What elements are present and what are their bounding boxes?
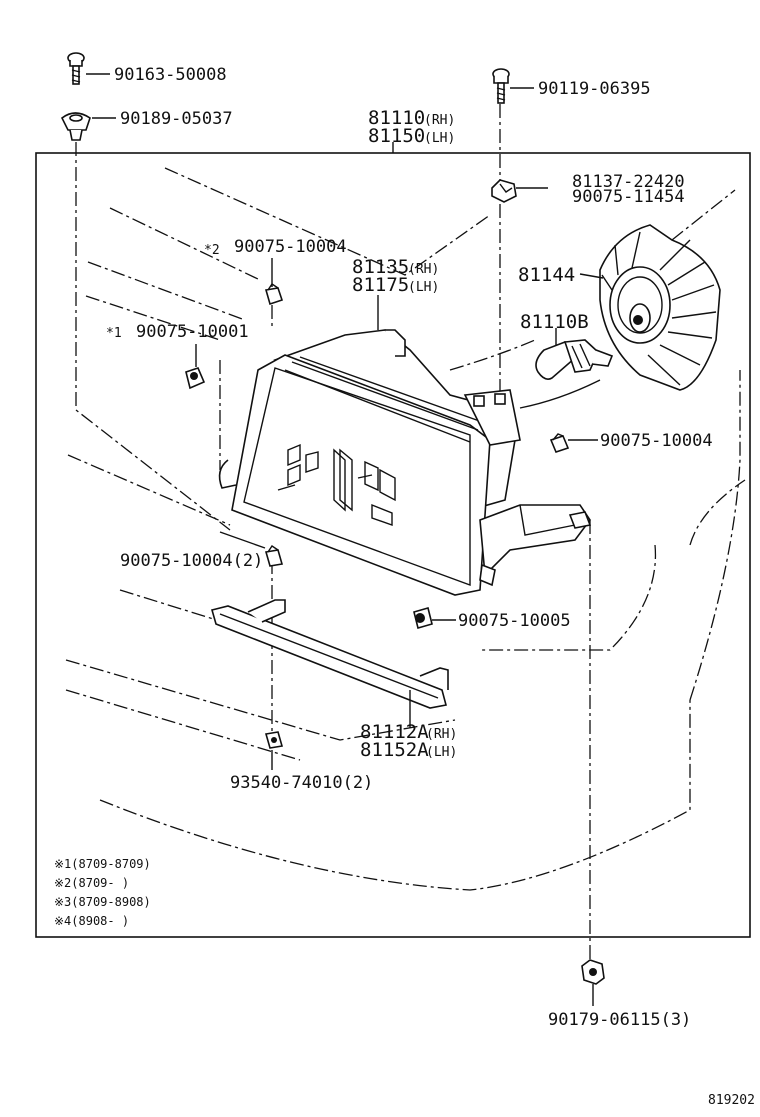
figure-id: 819202	[708, 1093, 755, 1108]
label-90075-10004-2: 90075-10004(2)	[120, 551, 263, 571]
label-81112A: 81112A	[360, 721, 429, 743]
guide-upper-band-1	[109, 207, 261, 281]
label-81135-suffix: (RH)	[408, 262, 439, 277]
lens-pattern	[277, 443, 396, 526]
label-90075-10004-right: 90075-10004	[600, 431, 713, 451]
cover-fins	[601, 231, 717, 386]
label-81110-suffix: (RH)	[424, 113, 455, 128]
label-81135: 81135	[352, 256, 409, 278]
label-81175-suffix: (LH)	[408, 280, 439, 295]
nut-90075-10004-2-icon[interactable]	[264, 545, 284, 567]
label-90075-10005: 90075-10005	[458, 611, 571, 631]
screw-90163-icon[interactable]	[67, 52, 85, 85]
label-90075-10004-top: 90075-10004	[234, 237, 347, 257]
guide-top-diagonal	[164, 167, 491, 276]
grommet-90075-10005-icon[interactable]	[413, 607, 433, 629]
screw-90119-icon[interactable]	[492, 68, 510, 104]
label-81150: 81150	[368, 125, 425, 147]
clip-90075-10001-icon[interactable]	[185, 367, 206, 390]
clip-90189-icon[interactable]	[60, 112, 91, 141]
bulb-cover-81144[interactable]	[599, 224, 721, 391]
label-81152A: 81152A	[360, 739, 429, 761]
label-81110B: 81110B	[520, 311, 589, 333]
note-3: ※3(8709-8908)	[54, 895, 151, 909]
label-90119-06395: 90119-06395	[538, 79, 651, 99]
guide-bulb-loop	[449, 339, 536, 371]
label-90189-05037: 90189-05037	[120, 109, 233, 129]
label-93540-74010: 93540-74010(2)	[230, 773, 373, 793]
guide-mid-left-1	[67, 454, 231, 526]
label-81152A-suffix: (LH)	[426, 745, 457, 760]
label-90075-10001: 90075-10001	[136, 322, 249, 342]
clip-90075-10004-right-icon[interactable]	[549, 433, 570, 453]
headlamp-assembly[interactable]	[218, 329, 592, 596]
label-star2: *2	[204, 243, 220, 258]
leader-81144	[579, 273, 604, 279]
nut-90179-icon[interactable]	[581, 959, 605, 985]
label-81144: 81144	[518, 264, 575, 286]
label-star1: *1	[106, 326, 122, 341]
label-81110: 81110	[368, 107, 425, 129]
guide-right-diagonal	[671, 189, 736, 241]
note-4: ※4(8908- )	[54, 914, 129, 928]
guide-fender-curve	[689, 479, 746, 546]
clip-90075-10004-top-icon[interactable]	[264, 283, 284, 306]
guide-bumper-right	[689, 370, 741, 701]
note-1: ※1(8709-8709)	[54, 857, 151, 871]
label-81175: 81175	[352, 274, 409, 296]
guide-bottom-curve	[99, 700, 691, 891]
guide-left-vertical	[75, 142, 231, 531]
guide-upper-band-2	[87, 261, 246, 321]
label-90179-06115: 90179-06115(3)	[548, 1010, 691, 1030]
guide-lower-1	[65, 659, 456, 741]
guide-fender-lower	[480, 544, 657, 651]
label-90075-11454: 90075-11454	[572, 187, 685, 207]
clip-90075-11454-icon[interactable]	[491, 179, 517, 203]
guide-upper-band-3	[85, 295, 221, 341]
label-81112A-suffix: (RH)	[426, 727, 457, 742]
label-81150-suffix: (LH)	[424, 131, 455, 146]
note-2: ※2(8709- )	[54, 876, 129, 890]
bracket-81112A[interactable]	[211, 599, 449, 709]
guide-lower-2	[65, 689, 301, 761]
leader-90075-10004-2	[219, 531, 266, 549]
nut-93540-icon[interactable]	[264, 731, 284, 749]
guide-socket-loop	[519, 379, 601, 409]
label-81137-22420: 81137-22420	[572, 172, 685, 192]
label-90163-50008: 90163-50008	[114, 65, 227, 85]
bulb-81110B[interactable]	[535, 339, 614, 380]
